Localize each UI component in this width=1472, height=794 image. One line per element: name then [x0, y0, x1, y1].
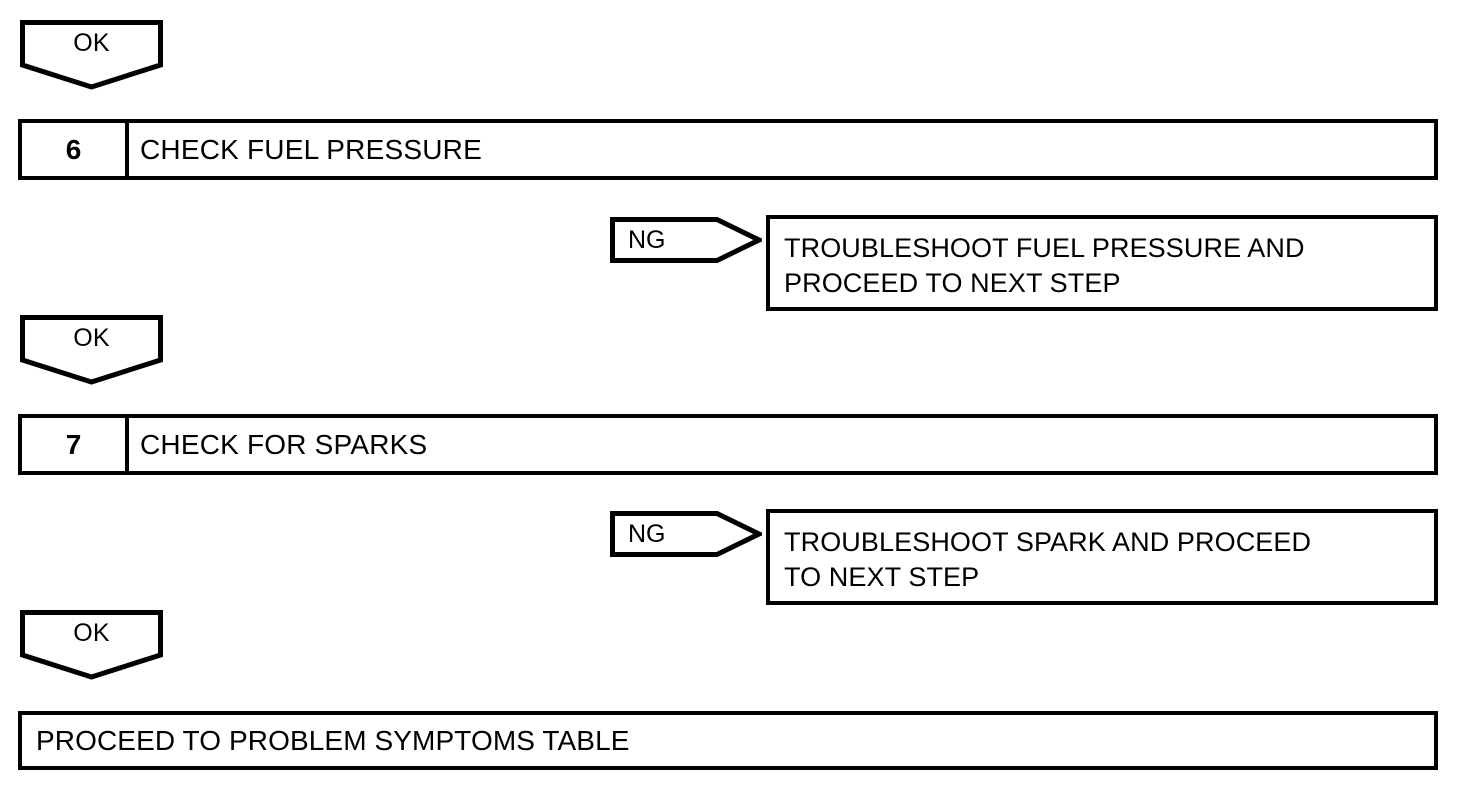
- ok-connector-2: OK: [20, 315, 163, 385]
- ng-connector-2: NG: [610, 511, 762, 557]
- final-action-box-line-1: PROCEED TO PROBLEM SYMPTOMS TABLE: [36, 725, 630, 756]
- ng-action-box-2-line-2: TO NEXT STEP: [784, 562, 980, 592]
- ng-arrow-icon: [610, 511, 762, 557]
- ok-connector-label: OK: [73, 324, 110, 352]
- ng-connector-label: NG: [628, 226, 666, 254]
- step-row-7[interactable]: 7 CHECK FOR SPARKS: [18, 414, 1438, 475]
- ok-connector-3: OK: [20, 610, 163, 680]
- ng-action-box-1-line-2: PROCEED TO NEXT STEP: [784, 268, 1121, 298]
- ok-connector-label: OK: [73, 619, 110, 647]
- step-title-7: CHECK FOR SPARKS: [140, 428, 428, 460]
- ok-connector-1: OK: [20, 20, 163, 90]
- step-number-6: 6: [22, 123, 129, 176]
- ng-arrow-icon: [610, 217, 762, 263]
- step-number-7: 7: [22, 418, 129, 471]
- ok-connector-label: OK: [73, 29, 110, 57]
- step-row-6[interactable]: 6 CHECK FUEL PRESSURE: [18, 119, 1438, 180]
- ok-arrow-icon: [20, 20, 163, 90]
- ok-arrow-icon: [20, 315, 163, 385]
- ng-action-box-2-line-1: TROUBLESHOOT SPARK AND PROCEED: [784, 527, 1312, 557]
- ng-action-box-2[interactable]: TROUBLESHOOT SPARK AND PROCEED TO NEXT S…: [766, 509, 1438, 605]
- final-action-box[interactable]: PROCEED TO PROBLEM SYMPTOMS TABLE: [18, 711, 1438, 770]
- ok-arrow-icon: [20, 610, 163, 680]
- ng-action-box-1[interactable]: TROUBLESHOOT FUEL PRESSURE AND PROCEED T…: [766, 215, 1438, 311]
- ng-connector-1: NG: [610, 217, 762, 263]
- ng-action-box-1-line-1: TROUBLESHOOT FUEL PRESSURE AND: [784, 233, 1305, 263]
- ng-connector-label: NG: [628, 520, 666, 548]
- step-title-6: CHECK FUEL PRESSURE: [140, 133, 482, 165]
